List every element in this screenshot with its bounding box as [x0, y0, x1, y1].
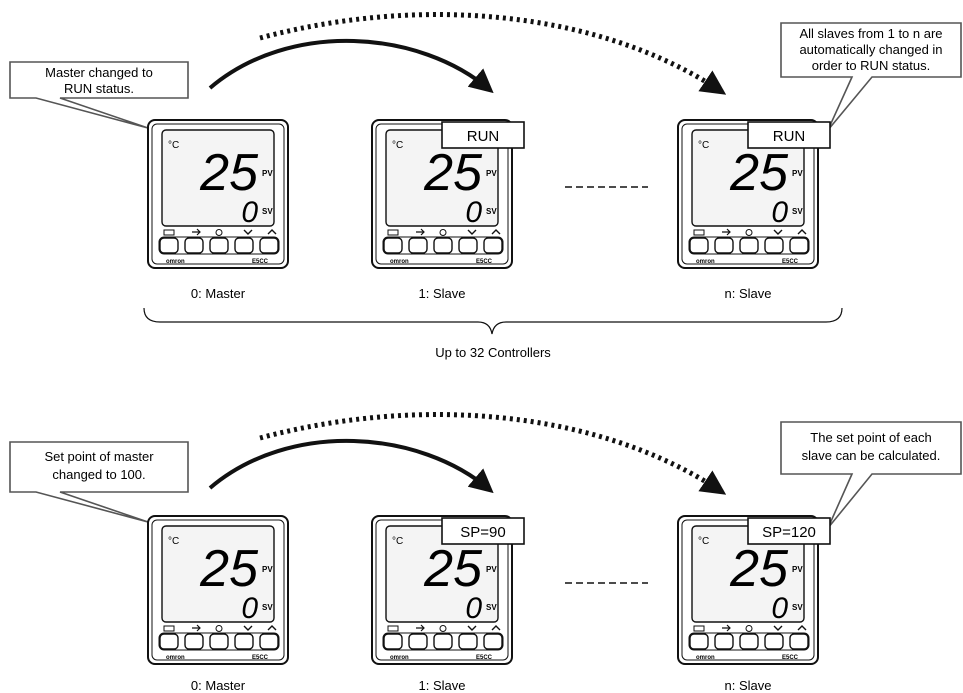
callout-line: order to RUN status. — [812, 58, 931, 73]
caption-slave-n: n: Slave — [725, 678, 772, 693]
brand-label: omron — [390, 259, 409, 265]
unit-label: °C — [698, 536, 709, 547]
sv-label: SV — [486, 603, 497, 612]
setpoint-tag: SP=120 — [747, 517, 831, 545]
controller-master: °C 25 PV 0 SV omron E5CC — [147, 119, 289, 269]
setpoint-tag-text: SP=120 — [762, 524, 816, 541]
bottom-panel: Set point of master changed to 100. The … — [9, 412, 962, 693]
pv-label: PV — [486, 169, 497, 178]
caption-slave-1: 1: Slave — [419, 678, 466, 693]
caption-slave-1: 1: Slave — [419, 286, 466, 301]
unit-label: °C — [698, 140, 709, 151]
caption-master: 0: Master — [191, 286, 246, 301]
controller-slave-n: °C 25 PV 0 SV omron E5CC SP=120 — [677, 515, 831, 665]
callout-line: The set point of each — [810, 430, 931, 445]
brand-label: omron — [696, 259, 715, 265]
slaves-callout: All slaves from 1 to n are automatically… — [780, 22, 962, 131]
group-brace — [143, 307, 843, 335]
unit-label: °C — [168, 536, 179, 547]
callout-line: Set point of master — [44, 449, 154, 464]
setpoint-tag: SP=90 — [441, 517, 525, 545]
setpoint-tag-text: SP=90 — [460, 524, 505, 541]
pv-display: 25 — [199, 540, 259, 598]
callout-line: slave can be calculated. — [802, 448, 941, 463]
pv-label: PV — [486, 565, 497, 574]
model-label: E5CC — [252, 259, 269, 265]
model-label: E5CC — [782, 259, 799, 265]
controller-slave-1: °C 25 PV 0 SV omron E5CC RUN — [371, 119, 525, 269]
model-label: E5CC — [476, 655, 493, 661]
slaves-callout: The set point of each slave can be calcu… — [780, 421, 962, 529]
model-label: E5CC — [476, 259, 493, 265]
callout-line: RUN status. — [64, 81, 134, 96]
status-tag-text: RUN — [773, 128, 806, 145]
brand-label: omron — [696, 655, 715, 661]
pv-label: PV — [262, 169, 273, 178]
sv-display: 0 — [771, 196, 788, 229]
callout-line: changed to 100. — [52, 467, 145, 482]
caption-master: 0: Master — [191, 678, 246, 693]
pv-display: 25 — [729, 144, 789, 202]
sv-display: 0 — [241, 196, 258, 229]
unit-label: °C — [392, 140, 403, 151]
model-label: E5CC — [252, 655, 269, 661]
top-panel: Master changed to RUN status. All slaves… — [9, 12, 962, 360]
controller-master: °C 25 PV 0 SV omron E5CC — [147, 515, 289, 665]
sv-label: SV — [262, 207, 273, 216]
status-tag: RUN — [441, 121, 525, 149]
brand-label: omron — [166, 655, 185, 661]
caption-slave-n: n: Slave — [725, 286, 772, 301]
pv-display: 25 — [423, 144, 483, 202]
pv-display: 25 — [199, 144, 259, 202]
dotted-arrow-to-slave-n — [259, 412, 727, 495]
pv-display: 25 — [423, 540, 483, 598]
pv-label: PV — [262, 565, 273, 574]
group-label: Up to 32 Controllers — [435, 345, 551, 360]
master-callout: Set point of master changed to 100. — [9, 441, 189, 523]
model-label: E5CC — [782, 655, 799, 661]
sv-display: 0 — [465, 196, 482, 229]
callout-line: All slaves from 1 to n are — [799, 26, 942, 41]
sv-label: SV — [792, 207, 803, 216]
pv-display: 25 — [729, 540, 789, 598]
pv-label: PV — [792, 169, 803, 178]
sv-display: 0 — [771, 592, 788, 625]
controller-slave-1: °C 25 PV 0 SV omron E5CC SP=90 — [371, 515, 525, 665]
brand-label: omron — [390, 655, 409, 661]
status-tag: RUN — [747, 121, 831, 149]
sv-label: SV — [486, 207, 497, 216]
callout-line: Master changed to — [45, 65, 153, 80]
status-tag-text: RUN — [467, 128, 500, 145]
solid-arrow-to-slave-1 — [208, 438, 494, 494]
unit-label: °C — [168, 140, 179, 151]
sv-display: 0 — [465, 592, 482, 625]
sv-display: 0 — [241, 592, 258, 625]
unit-label: °C — [392, 536, 403, 547]
sv-label: SV — [262, 603, 273, 612]
solid-arrow-to-slave-1 — [208, 38, 494, 94]
controller-slave-n: °C 25 PV 0 SV omron E5CC RUN — [677, 119, 831, 269]
pv-label: PV — [792, 565, 803, 574]
master-callout: Master changed to RUN status. — [9, 61, 189, 129]
callout-line: automatically changed in — [799, 42, 942, 57]
dotted-arrow-to-slave-n — [259, 12, 727, 95]
sv-label: SV — [792, 603, 803, 612]
brand-label: omron — [166, 259, 185, 265]
